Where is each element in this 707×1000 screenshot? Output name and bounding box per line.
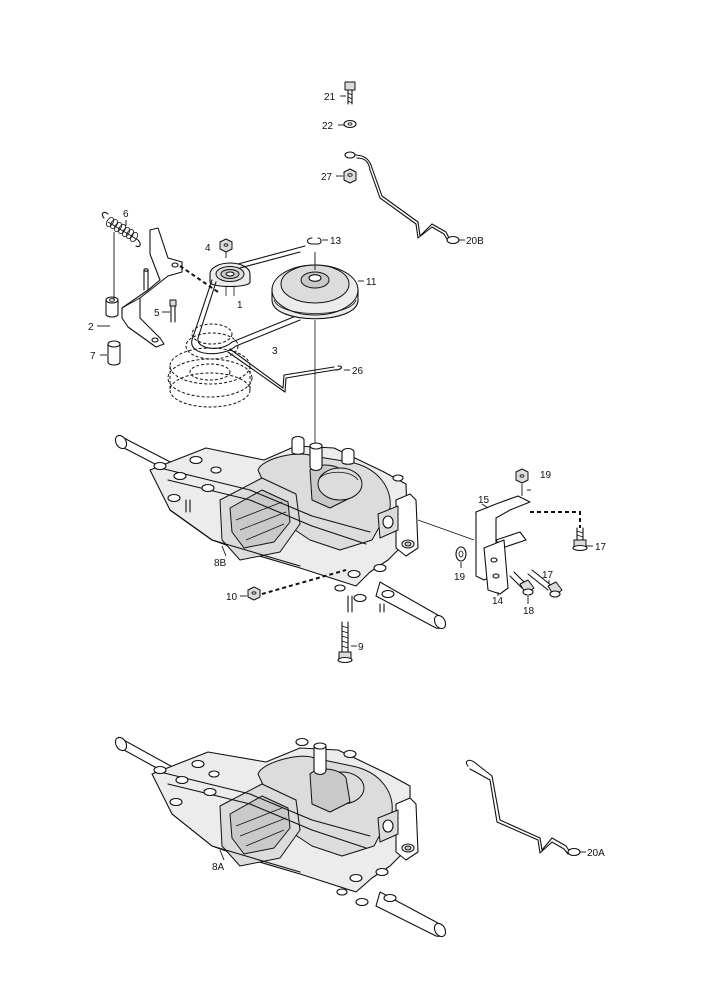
label-14: 14: [492, 596, 504, 607]
idler-pulley-1: [209, 238, 251, 296]
idler-bracket-assembly: [97, 211, 219, 366]
label-20A: 20A: [587, 848, 605, 859]
label-17-right: 17: [595, 542, 607, 553]
label-18: 18: [523, 606, 535, 617]
label-15: 15: [478, 495, 490, 506]
bolt-9: [337, 621, 357, 664]
label-1: 1: [237, 300, 243, 311]
label-20B: 20B: [466, 236, 484, 247]
part-number-labels: 21 22 27 20B 6 4 13 11 1 5 2 3 7 26 19 1…: [88, 92, 607, 873]
label-22: 22: [322, 121, 334, 132]
transmission-8B: [114, 434, 447, 630]
label-26: 26: [352, 366, 364, 377]
label-4: 4: [205, 243, 211, 254]
rod-26: [227, 348, 350, 393]
bracket-15-assembly: [417, 468, 593, 604]
label-10: 10: [226, 592, 238, 603]
label-6: 6: [123, 209, 129, 220]
label-8A: 8A: [212, 862, 225, 873]
label-19-bottom: 19: [454, 572, 466, 583]
label-19-top: 19: [540, 470, 552, 481]
label-11: 11: [366, 277, 377, 288]
label-2: 2: [88, 322, 94, 333]
nut-10: [240, 569, 347, 601]
label-7: 7: [90, 351, 96, 362]
label-5: 5: [154, 308, 160, 319]
label-17-bottom: 17: [542, 570, 554, 581]
label-9: 9: [358, 642, 364, 653]
label-27: 27: [321, 172, 333, 183]
control-rod-20B-assembly: [336, 81, 465, 245]
label-21: 21: [324, 92, 336, 103]
label-3: 3: [272, 346, 278, 357]
label-13: 13: [330, 236, 342, 247]
transmission-pulley-11: [271, 237, 364, 446]
transmission-8A: [114, 736, 447, 938]
control-rod-20A: [465, 759, 586, 857]
label-8B: 8B: [214, 558, 227, 569]
alternate-idler-position: [167, 323, 253, 408]
